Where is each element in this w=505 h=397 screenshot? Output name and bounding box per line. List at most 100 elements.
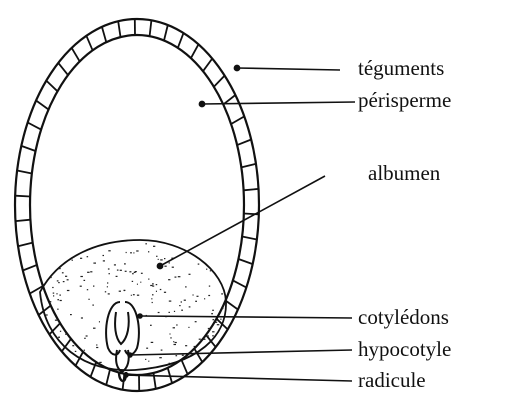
embryo-inner bbox=[115, 312, 129, 344]
albumen-dot bbox=[150, 285, 152, 286]
albumen-dot bbox=[158, 312, 160, 313]
seed-coat-cell-wall bbox=[244, 189, 259, 190]
albumen-dot bbox=[145, 359, 146, 360]
albumen-dot bbox=[221, 293, 223, 294]
albumen-dot bbox=[168, 279, 170, 280]
albumen-dot bbox=[72, 260, 73, 261]
albumen-dot bbox=[210, 270, 211, 271]
albumen-dot bbox=[214, 256, 216, 257]
albumen-dot bbox=[87, 256, 89, 257]
seed-coat-cell-wall bbox=[36, 101, 48, 110]
albumen-dot bbox=[146, 348, 148, 349]
albumen-dot bbox=[133, 294, 135, 295]
label-perisperme: périsperme bbox=[358, 90, 451, 111]
albumen-dot bbox=[188, 362, 190, 363]
seed-coat-cell-wall bbox=[118, 21, 120, 37]
albumen-dot bbox=[189, 274, 191, 275]
albumen-dot bbox=[120, 270, 122, 271]
albumen-dot bbox=[225, 251, 227, 252]
albumen-dot bbox=[131, 295, 132, 296]
albumen-dot bbox=[209, 286, 210, 287]
albumen-dot bbox=[160, 289, 162, 290]
albumen-dot bbox=[205, 254, 207, 255]
albumen-dot bbox=[88, 299, 89, 300]
albumen-dot bbox=[215, 322, 217, 323]
albumen-dot bbox=[80, 276, 83, 277]
albumen-dot bbox=[204, 298, 205, 299]
albumen-dot bbox=[195, 301, 197, 302]
albumen-dot bbox=[56, 293, 57, 294]
albumen-dot bbox=[93, 328, 96, 329]
albumen-dot bbox=[96, 344, 97, 345]
albumen-dot bbox=[169, 262, 170, 263]
albumen-dot bbox=[108, 250, 110, 251]
albumen-dot bbox=[44, 270, 46, 271]
albumen-dot bbox=[228, 300, 230, 301]
albumen-dot bbox=[46, 350, 49, 351]
albumen-dot bbox=[58, 268, 60, 269]
albumen-dot bbox=[67, 279, 69, 280]
albumen-dot bbox=[136, 250, 138, 251]
albumen-dot bbox=[67, 290, 70, 291]
albumen-dot bbox=[74, 247, 77, 248]
albumen-dot bbox=[81, 317, 83, 318]
albumen-dot bbox=[58, 258, 59, 259]
albumen-dot bbox=[212, 335, 214, 336]
albumen-dot bbox=[59, 295, 61, 296]
albumen-dot bbox=[185, 286, 187, 287]
albumen-dot bbox=[158, 259, 159, 260]
albumen-dot bbox=[70, 314, 72, 315]
albumen-dot bbox=[63, 359, 65, 360]
seed-coat-cell-wall bbox=[28, 123, 41, 130]
albumen-dot bbox=[43, 257, 45, 258]
albumen-dot bbox=[188, 327, 189, 328]
seed-coat-cell-wall bbox=[86, 36, 92, 51]
albumen-dot bbox=[212, 331, 214, 332]
albumen-dot bbox=[141, 273, 143, 274]
albumen-dot bbox=[224, 256, 226, 257]
albumen-dot bbox=[216, 272, 218, 273]
seed-coat-cell-wall bbox=[16, 220, 31, 221]
albumen-dot bbox=[126, 252, 127, 253]
seed-coat-cell-wall bbox=[18, 243, 33, 247]
leader-cotyledons bbox=[140, 316, 352, 318]
albumen-dot bbox=[178, 276, 181, 277]
seed-coat-cell-wall bbox=[17, 171, 32, 174]
albumen-dot bbox=[50, 277, 52, 278]
albumen-dot bbox=[117, 270, 119, 271]
seed-coat-cell-wall bbox=[237, 140, 251, 146]
albumen-dot bbox=[173, 341, 174, 342]
leader-teguments bbox=[237, 68, 340, 70]
seed-coat-cell-wall bbox=[15, 196, 30, 197]
albumen-dot bbox=[93, 263, 96, 264]
albumen-dot bbox=[151, 298, 152, 299]
albumen-dot bbox=[80, 258, 82, 259]
albumen-dot bbox=[46, 257, 48, 258]
albumen-dot bbox=[41, 369, 43, 370]
seed-coat-cell-wall bbox=[231, 116, 244, 124]
albumen-dot bbox=[181, 310, 183, 311]
albumen-dot bbox=[161, 350, 163, 351]
albumen-dot bbox=[63, 281, 65, 282]
albumen-dot bbox=[206, 269, 207, 270]
albumen-dot bbox=[56, 249, 57, 250]
seed-coat-inner bbox=[30, 35, 244, 375]
albumen-dot bbox=[108, 268, 110, 269]
albumen-dot bbox=[174, 344, 177, 345]
leader-radicule bbox=[126, 375, 352, 381]
albumen-dot bbox=[65, 334, 68, 335]
albumen-dot bbox=[174, 311, 175, 312]
albumen-dot bbox=[169, 312, 170, 313]
albumen-dot bbox=[129, 271, 131, 272]
albumen-dot bbox=[99, 321, 100, 322]
albumen-dot bbox=[54, 368, 56, 369]
albumen-dot bbox=[193, 294, 194, 295]
albumen-dot bbox=[199, 339, 201, 340]
albumen-dot bbox=[197, 296, 199, 297]
albumen-dot bbox=[159, 357, 162, 358]
cotyledon-right bbox=[125, 302, 139, 355]
albumen-dot bbox=[103, 255, 105, 256]
albumen-dot bbox=[212, 310, 214, 311]
cotyledon-left bbox=[106, 302, 120, 355]
seed-coat-cell-wall bbox=[21, 146, 35, 151]
